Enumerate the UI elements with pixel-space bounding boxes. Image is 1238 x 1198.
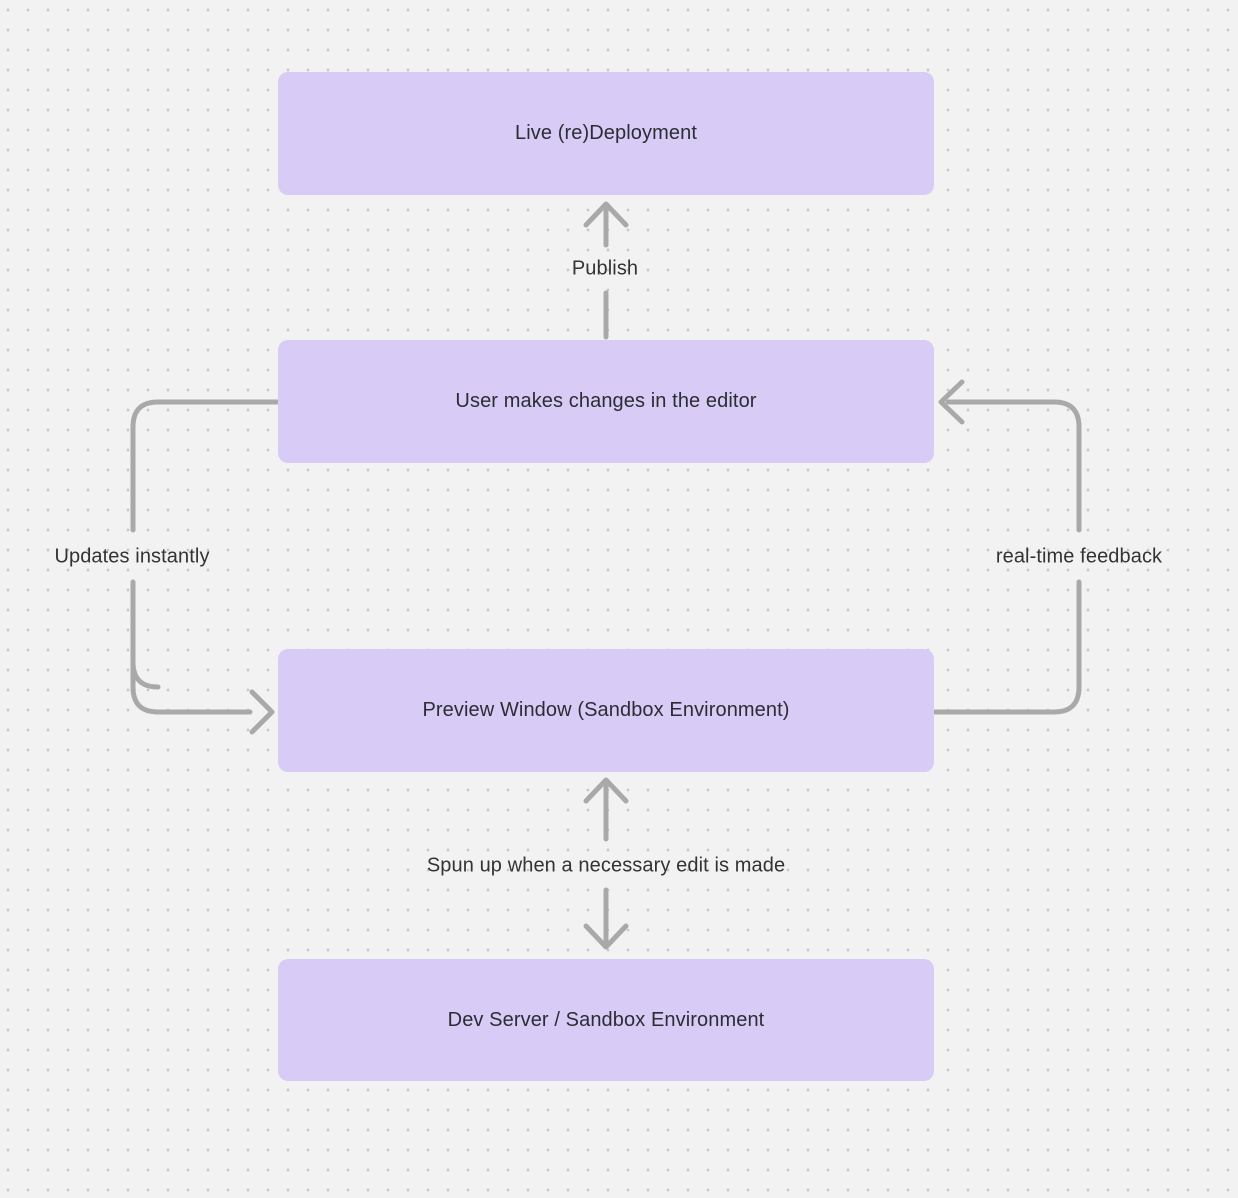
- arrowhead-up-icon: [583, 777, 629, 804]
- node-user-editor-label: User makes changes in the editor: [455, 390, 757, 412]
- arrowhead-left-icon: [938, 379, 965, 425]
- arrowhead-right-icon: [249, 689, 275, 735]
- arrowhead-up-icon: [583, 201, 629, 228]
- edge-label-real-time-feedback: real-time feedback: [995, 545, 1163, 568]
- node-preview-window: Preview Window (Sandbox Environment): [278, 649, 934, 772]
- node-dev-server-label: Dev Server / Sandbox Environment: [447, 1008, 765, 1031]
- edge-label-publish: Publish: [571, 257, 639, 280]
- edge-label-updates-instantly: Updates instantly: [54, 545, 210, 568]
- node-user-editor: User makes changes in the editor: [278, 340, 934, 463]
- node-preview-window-label: Preview Window (Sandbox Environment): [422, 699, 790, 721]
- arrowhead-down-icon: [583, 923, 629, 950]
- edge-label-spun-up: Spun up when a necessary edit is made: [426, 854, 786, 877]
- node-dev-server: Dev Server / Sandbox Environment: [278, 959, 934, 1081]
- node-live-redeployment: Live (re)Deployment: [278, 72, 934, 195]
- node-live-redeployment-label: Live (re)Deployment: [515, 122, 697, 144]
